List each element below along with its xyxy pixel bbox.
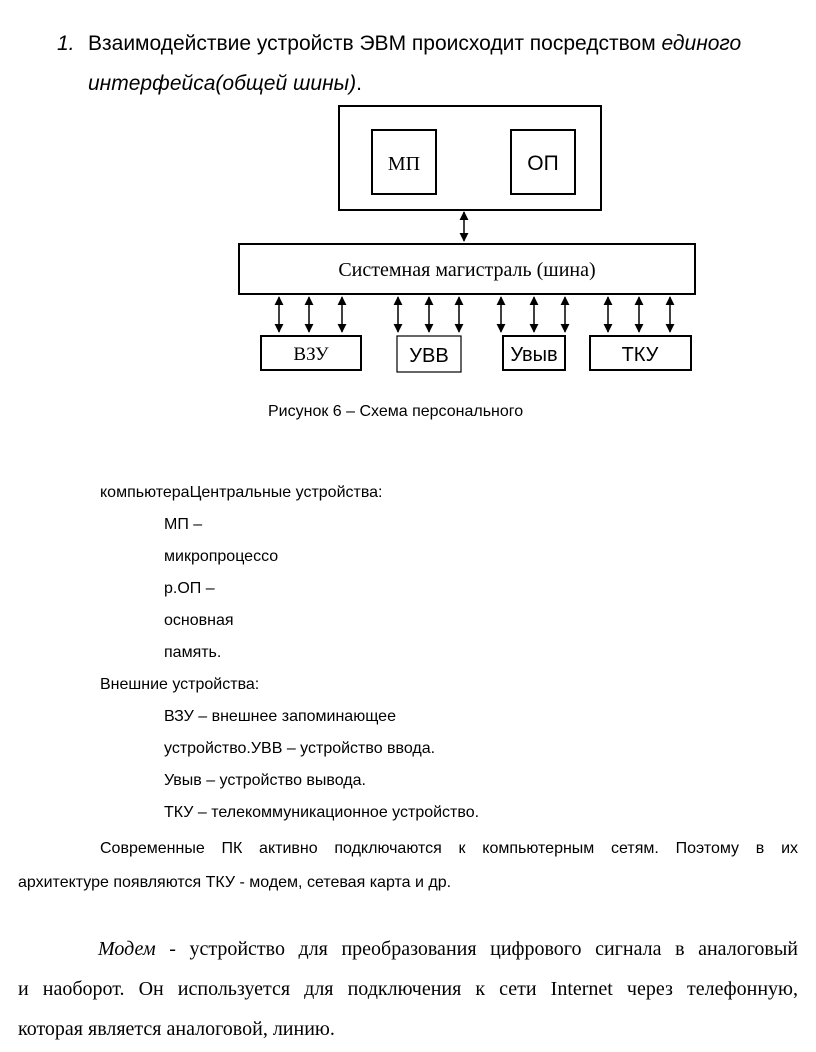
text-line-10: Увыв – устройство вывода. — [164, 772, 366, 789]
figure-caption: Рисунок 6 – Схема персонального — [268, 403, 524, 420]
uvv-box — [396, 335, 462, 373]
mp-box — [371, 129, 437, 195]
mp-label: МП — [388, 153, 420, 175]
text-line-3: микропроцессо — [164, 548, 279, 565]
text-line-2: МП – — [164, 516, 203, 533]
paragraph-modem-line-1-rest: - устройство для преобразования цифровог… — [155, 938, 798, 960]
text-line-4: р.ОП – — [164, 580, 215, 597]
op-box — [510, 129, 576, 195]
item1-line1-italic: единого — [661, 32, 742, 55]
item1-line1-text: Взаимодействие устройств ЭВМ происходит … — [88, 32, 662, 55]
item1-line2: интерфейса(общей шины). — [88, 64, 362, 104]
processor-memory-box — [338, 105, 602, 211]
paragraph-modem-line-1: Модем - устройство для преобразования ци… — [18, 929, 798, 969]
modem-term: Модем — [98, 938, 156, 960]
text-line-8: ВЗУ – внешнее запоминающее — [164, 708, 396, 725]
text-line-9: устройство.УВВ – устройство ввода. — [164, 740, 436, 757]
uvv-label: УВВ — [409, 345, 448, 367]
pc-structure-diagram: МП ОП Системная магистраль (шина) ВЗУ УВ… — [238, 105, 696, 373]
op-label: ОП — [527, 152, 558, 175]
paragraph-networks-line-1: Современные ПК активно подключаются к ко… — [100, 840, 798, 857]
text-line-11: ТКУ – телекоммуникационное устройство. — [164, 804, 480, 821]
uvyv-label: Увыв — [510, 344, 557, 366]
paragraph-modem-line-2: и наоборот. Он используется для подключе… — [18, 978, 798, 1000]
text-line-1: компьютераЦентральные устройства: — [100, 484, 383, 501]
text-line-5: основная — [164, 612, 234, 629]
item1-line1: Взаимодействие устройств ЭВМ происходит … — [88, 24, 741, 64]
paragraph-modem-line-3: которая является аналоговой, линию. — [18, 1018, 335, 1040]
paragraph-networks-line-2: архитектуре появляются ТКУ - модем, сете… — [18, 874, 452, 891]
paragraph-modem: Модем - устройство для преобразования ци… — [18, 929, 798, 1049]
system-bus-box — [238, 243, 696, 295]
vzu-label: ВЗУ — [293, 344, 329, 365]
tku-label: ТКУ — [622, 344, 659, 366]
text-line-7: Внешние устройства: — [100, 676, 260, 693]
system-bus-label: Системная магистраль (шина) — [338, 259, 595, 281]
item1-line2-end: . — [356, 72, 362, 95]
vzu-box — [260, 335, 362, 371]
uvyv-box — [502, 335, 566, 371]
paragraph-networks: Современные ПК активно подключаются к ко… — [18, 832, 798, 900]
item1-line2-italic: интерфейса(общей шины) — [88, 72, 357, 95]
list-number: 1. — [57, 32, 75, 55]
tku-box — [589, 335, 692, 371]
text-line-6: память. — [164, 644, 222, 661]
